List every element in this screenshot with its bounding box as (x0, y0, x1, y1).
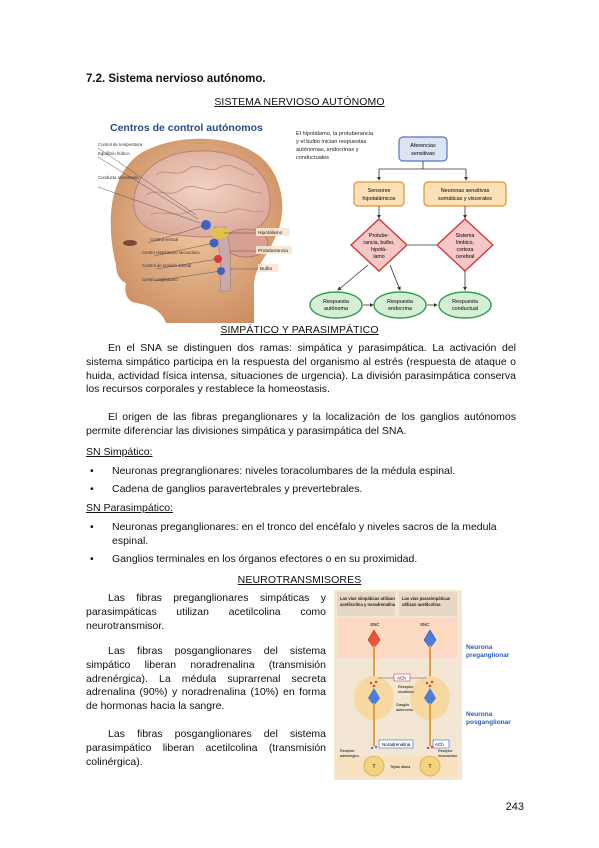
flow-mid-right-1: Neuronas sensitivas (441, 188, 490, 194)
flow-caption-4: conductuales (296, 155, 329, 161)
snc-left: SNC (370, 622, 380, 627)
flow-diamond-right-4: cerebral (456, 254, 475, 260)
section-title: 7.2. Sistema nervioso autónomo. (86, 73, 266, 85)
list-item: Ganglios terminales en los órganos efect… (86, 553, 516, 567)
tissue-t-left: T (373, 764, 376, 770)
flow-diamond-left-3: hipotá- (371, 247, 387, 253)
paragraph-1: En el SNA se distinguen dos ramas: simpá… (86, 342, 516, 396)
neurona-pos-1: Neurona (466, 711, 493, 718)
snc-right: SNC (420, 622, 430, 627)
flow-caption-1: El hipotálamo, la protuberancia (296, 131, 374, 137)
sn-simpatico-title: SN Simpático: (86, 446, 153, 458)
brain-figure: Centros de control autónomos (96, 115, 294, 323)
preganglionic-neuron-para (423, 629, 437, 676)
flow-mid-left-1: Sensores (368, 188, 391, 194)
sub-title-neurotransmisores: NEUROTRANSMISORES (237, 574, 362, 586)
noradrenalina-label: Noradrenalina (382, 742, 411, 747)
col-left-1: Las vías simpáticas utilizan (340, 596, 395, 601)
label-blood-pressure: Control de tensión arterial (142, 263, 191, 268)
label-temperature: Control de temperatura (98, 142, 143, 147)
neurona-pre-1: Neurona (466, 644, 493, 651)
flow-bottom-3a: Respuesta (452, 299, 478, 305)
sn-parasimpatico-title: SN Parasimpático: (86, 502, 173, 514)
paragraph-3: Las fibras preganglionares simpáticas y … (86, 592, 326, 632)
list-item: Neuronas pregranglionares: niveles torac… (86, 465, 516, 479)
ach-label: ACh (397, 676, 406, 681)
col-right-2: utilizan acetilcolina (402, 602, 441, 607)
neurona-pre-2: preganglionar (466, 652, 510, 659)
list-item: Neuronas preganglionares: en el tronco d… (86, 521, 516, 549)
flow-diamond-left-2: rancia, bulbo, (363, 240, 394, 246)
flow-mid-left-2: hipotalámicos (363, 196, 396, 202)
page-number: 243 (505, 801, 524, 813)
paragraph-4: Las fibras posganglionares del sistema s… (86, 645, 326, 713)
flow-diamond-left-1: Protube- (369, 233, 389, 239)
tejido-label: Tejido diana (390, 765, 411, 769)
preganglionic-neuron-symp (367, 629, 381, 676)
main-title: SISTEMA NERVIOSO AUTÓNOMO (214, 96, 385, 108)
label-pons: Protuberancia (258, 248, 288, 254)
paragraph-5: Las fibras posganglionares del sistema p… (86, 728, 326, 768)
label-feeding: Conducta alimentaria (98, 175, 139, 180)
flow-diamond-left-4: lamo (373, 254, 384, 260)
col-right-1: Las vías parasimpáticas (402, 596, 451, 601)
label-hypothalamus: Hipotálamo (258, 230, 283, 236)
flow-bottom-3b: conductual (452, 306, 478, 312)
flow-bottom-1a: Respuesta (323, 299, 349, 305)
label-resp-center: Centro respiratorio (142, 277, 178, 282)
label-resp-secondary: Centro respiratorio secundario (142, 250, 200, 255)
brain-figure-heading: Centros de control autónomos (110, 122, 263, 134)
ganglio-2: autónomo (396, 708, 413, 712)
label-medulla: Bulbo (260, 266, 273, 272)
flow-diamond-right-3: corteza (456, 247, 473, 253)
ganglio-1: Ganglio (396, 703, 409, 707)
flow-diamond-right-1: Sistema (456, 233, 475, 239)
receptor-nicotinico-2: nicotínico (398, 690, 414, 694)
flow-caption-2: y el bulbo inician respuestas (296, 139, 366, 145)
receptor-nicotinico-1: Receptor (398, 685, 414, 689)
flow-top-1: Aferencias (410, 143, 436, 149)
tissue-t-right: T (429, 764, 432, 770)
flow-caption-3: autónomas, endocrinas y (296, 147, 359, 153)
sn-parasimpatico-list: Neuronas preganglionares: en el tronco d… (86, 521, 516, 566)
paragraph-2: El origen de las fibras preganglionares … (86, 411, 516, 437)
flow-bottom-2a: Respuesta (387, 299, 413, 305)
ach-label-2: ACh (435, 742, 444, 747)
neurona-pos-2: posganglionar (466, 719, 511, 726)
label-bladder: Control vesical (150, 237, 178, 242)
neurotransmitter-figure: Las vías simpáticas utilizan acetilcolin… (334, 590, 516, 780)
col-left-2: acetilcolina y noradrenalina (340, 602, 396, 607)
flow-bottom-1b: autónoma (324, 306, 348, 312)
autonomic-flowchart: El hipotálamo, la protuberancia y el bul… (294, 125, 508, 325)
flow-bottom-2b: endocrina (388, 306, 412, 312)
sn-simpatico-list: Neuronas pregranglionares: niveles torac… (86, 465, 516, 497)
flow-diamond-right-2: límbico, (456, 240, 474, 246)
receptor-muscarinico-1: Receptor (438, 749, 453, 753)
list-item: Cadena de ganglios paravertebrales y pre… (86, 483, 516, 497)
sub-title-simpatico-parasimpatico: SIMPÁTICO Y PARASIMPÁTICO (220, 324, 379, 336)
receptor-adrenergico-1: Receptor (340, 749, 355, 753)
receptor-adrenergico-2: adrenérgico (340, 754, 359, 758)
flow-top-2: sensitivas (411, 151, 435, 157)
label-water-balance: Equilibrio hídrico (98, 151, 130, 156)
flow-mid-right-2: somáticas y viscerales (438, 196, 492, 202)
receptor-muscarinico-2: muscarínico (438, 754, 457, 758)
